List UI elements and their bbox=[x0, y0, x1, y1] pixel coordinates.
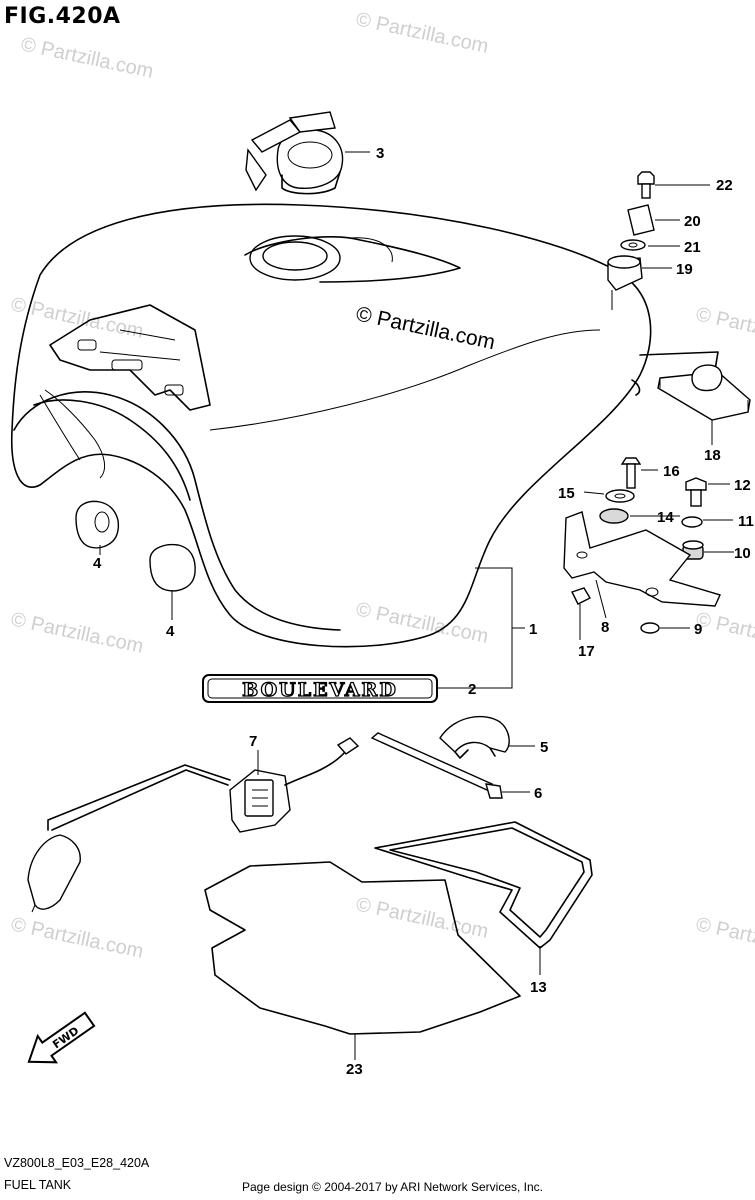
watermark-dark: © Partzilla.com bbox=[354, 302, 497, 354]
callout-number: 1 bbox=[529, 621, 537, 638]
heat-shield-22 bbox=[204, 861, 521, 1035]
emblem: BOULEVARD bbox=[202, 674, 438, 703]
callout-number: 18 bbox=[704, 447, 721, 464]
callout-number: 19 bbox=[676, 261, 693, 278]
callout-number: 17 bbox=[578, 643, 595, 660]
emblem-text: BOULEVARD bbox=[242, 679, 398, 701]
callout-number: 14 bbox=[657, 509, 674, 526]
gasket-23 bbox=[374, 821, 593, 949]
watermark: © Partzilla.com bbox=[694, 608, 755, 658]
callout-number: 11 bbox=[738, 513, 754, 530]
callout-number: 20 bbox=[684, 213, 701, 230]
bolt-20 bbox=[637, 171, 655, 199]
callout-number: 2 bbox=[468, 681, 476, 698]
nut-15 bbox=[571, 587, 591, 605]
clamp-strap-6 bbox=[370, 732, 503, 799]
collar-18 bbox=[627, 204, 655, 236]
bolt-14 bbox=[620, 457, 642, 489]
callout-number: 21 bbox=[684, 239, 701, 256]
callout-number: 4 bbox=[166, 623, 175, 640]
watermark: © Partzilla.com bbox=[19, 33, 155, 83]
watermark: © Partzilla.com bbox=[9, 608, 145, 658]
callout-number: 4 bbox=[93, 555, 102, 572]
bracket-7 bbox=[563, 511, 721, 607]
watermark: © Partzilla.com bbox=[9, 913, 145, 963]
cushion-12 bbox=[599, 508, 629, 524]
figure-title: FIG.420A bbox=[4, 4, 121, 29]
callout-number: 7 bbox=[249, 733, 257, 750]
figure-caption: FUEL TANK bbox=[4, 1178, 72, 1192]
watermark: © Partzilla.com bbox=[694, 913, 755, 963]
model-code: VZ800L8_E03_E28_420A bbox=[4, 1156, 150, 1170]
washer-19 bbox=[620, 239, 646, 251]
watermark: © Partzilla.com bbox=[694, 303, 755, 353]
callout-numbers: 3 22 20 21 19 18 16 15 12 14 11 10 8 9 1… bbox=[93, 145, 754, 1078]
collar-10 bbox=[681, 516, 703, 528]
callout-number: 9 bbox=[694, 621, 702, 638]
callout-number: 15 bbox=[558, 485, 575, 502]
watermark: © Partzilla.com bbox=[354, 893, 490, 943]
cover-5 bbox=[439, 715, 510, 759]
watermark: © Partzilla.com bbox=[9, 293, 145, 343]
rubber-plug-upper bbox=[75, 500, 120, 549]
callout-number: 10 bbox=[734, 545, 751, 562]
fuel-level-gauge bbox=[27, 737, 360, 913]
callout-number: 5 bbox=[540, 739, 548, 756]
cushion-17 bbox=[607, 255, 643, 291]
callout-number: 23 bbox=[346, 1061, 363, 1078]
rubber-plug-lower bbox=[149, 543, 196, 592]
callout-number: 8 bbox=[601, 619, 609, 636]
fuel-tank bbox=[10, 203, 719, 648]
callout-number: 16 bbox=[663, 463, 680, 480]
washer-13 bbox=[605, 489, 635, 503]
bolt-11 bbox=[685, 477, 707, 507]
watermark: © Partzilla.com bbox=[354, 8, 490, 58]
callout-number: 22 bbox=[716, 177, 733, 194]
fwd-arrow: FWD bbox=[27, 1011, 96, 1064]
nut-8 bbox=[640, 622, 660, 634]
leader-lines bbox=[99, 151, 734, 1060]
callout-number: 3 bbox=[376, 145, 384, 162]
callout-number: 12 bbox=[734, 477, 751, 494]
callout-number: 6 bbox=[534, 785, 542, 802]
fuel-cap bbox=[245, 111, 344, 195]
callout-number: 13 bbox=[530, 979, 547, 996]
copyright-notice: Page design © 2004-2017 by ARI Network S… bbox=[242, 1180, 544, 1194]
mount-cushion-16 bbox=[657, 364, 751, 421]
watermark: © Partzilla.com bbox=[354, 598, 490, 648]
